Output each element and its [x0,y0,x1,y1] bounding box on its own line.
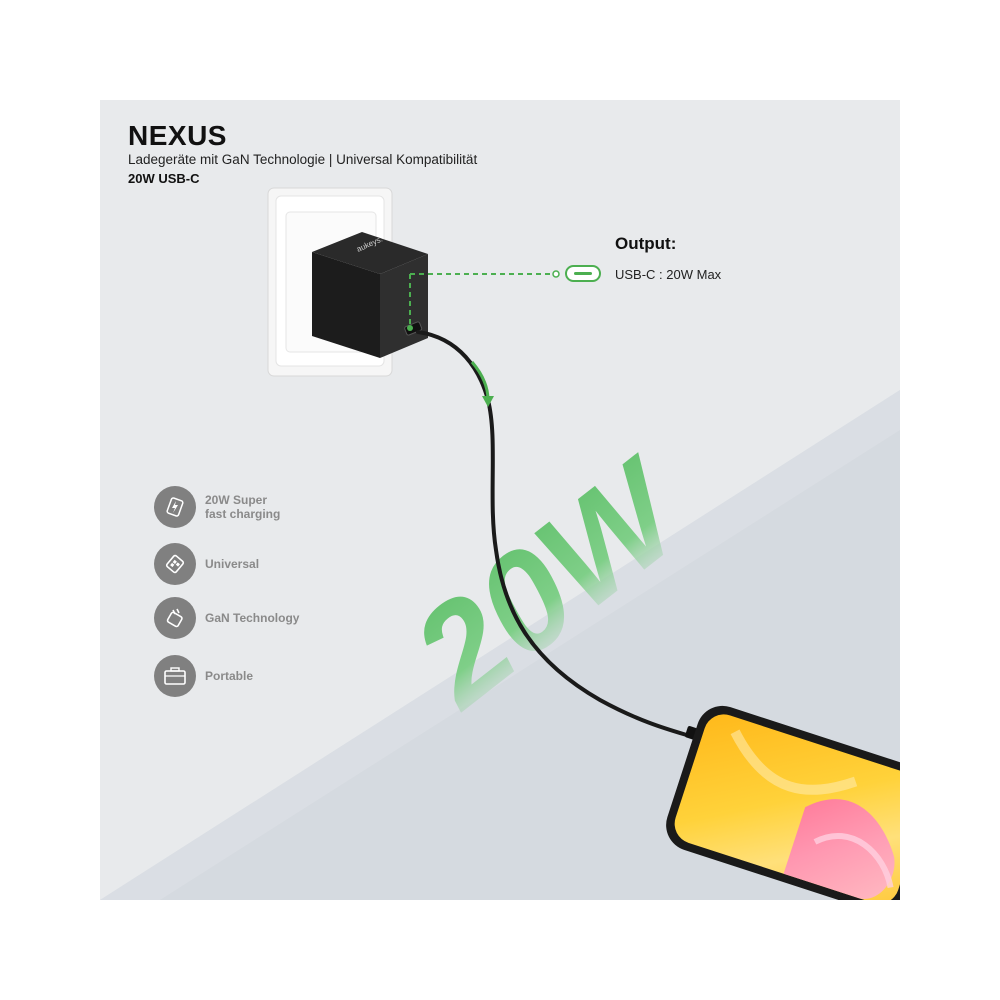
floor-shade-soft [100,390,900,900]
briefcase-icon [154,655,196,697]
feature-gan-technology: GaN Technology [154,597,299,639]
feature-portable: Portable [154,655,253,697]
output-value: USB-C : 20W Max [615,267,722,282]
output-title: Output: [615,234,677,253]
lightning-icon [154,486,196,528]
feature-label: Universal [205,557,260,571]
feature-label: GaN Technology [205,611,300,625]
universal-plug-icon [154,543,196,585]
usb-cable [416,330,692,738]
feature-label: 20W Super fast charging [205,493,281,521]
smartphone [666,705,900,900]
feature-fast-charging: 20W Super fast charging [154,486,280,528]
product-model: 20W USB-C [128,171,200,186]
feature-universal: Universal [154,543,259,585]
scene-illustration: aukeys. 20W [100,187,900,900]
output-callout [407,265,601,331]
gan-chip-icon [154,597,196,639]
product-subtitle: Ladegeräte mit GaN Technologie | Univers… [128,152,478,167]
product-title: NEXUS [128,120,227,151]
product-panel: aukeys. 20W NEXUS [100,100,900,900]
feature-label: Portable [205,669,254,683]
